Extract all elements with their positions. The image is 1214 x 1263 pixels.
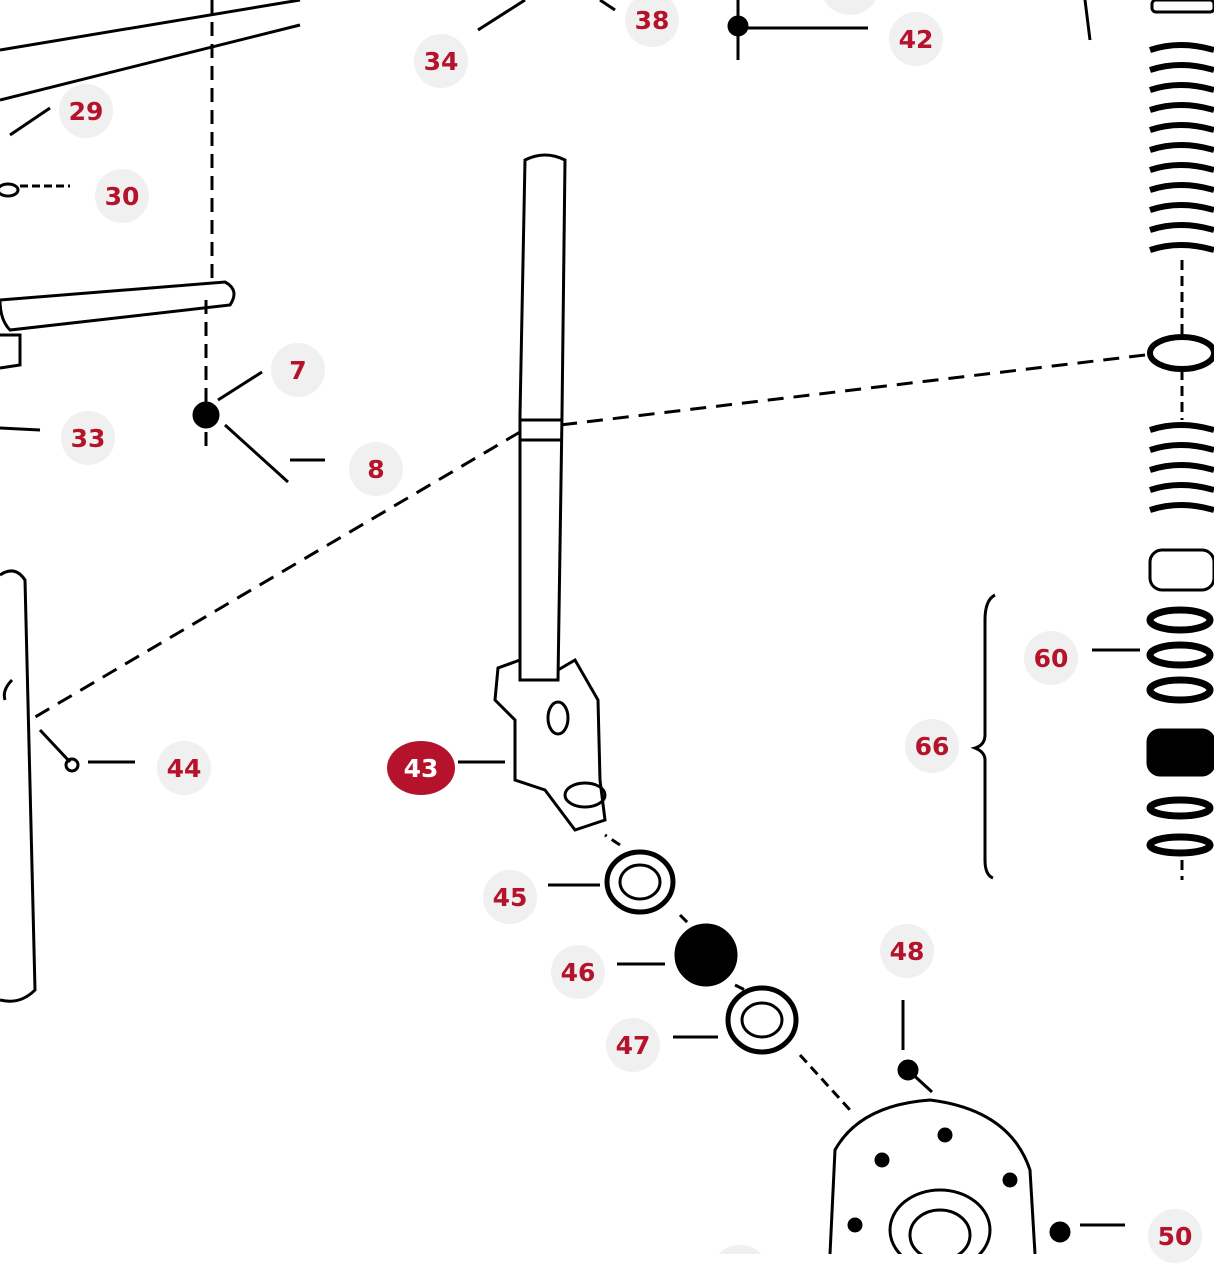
leader-29	[9, 106, 51, 137]
callout-45[interactable]: 45	[483, 870, 537, 924]
callout-7[interactable]: 7	[271, 343, 325, 397]
dashed-vertical	[204, 0, 214, 450]
callout-43-selected[interactable]: 43	[387, 741, 455, 795]
frame-lines	[0, 0, 301, 102]
callout-33[interactable]: 33	[61, 411, 115, 465]
callout-29[interactable]: 29	[59, 84, 113, 138]
callout-44[interactable]: 44	[157, 741, 211, 795]
spindle-part-43	[493, 153, 607, 832]
bracket-66	[970, 593, 996, 880]
callout-60[interactable]: 60	[1024, 631, 1078, 685]
callout-66[interactable]: 66	[905, 719, 959, 773]
callout-38[interactable]: 38	[625, 0, 679, 47]
callout-50[interactable]: 50	[1148, 1209, 1202, 1263]
lever-arm	[0, 280, 236, 370]
callout-46[interactable]: 46	[551, 945, 605, 999]
callout-34[interactable]: 34	[414, 34, 468, 88]
callout-8[interactable]: 8	[349, 442, 403, 496]
wheel-hub	[828, 1098, 1037, 1254]
callout-48[interactable]: 48	[880, 924, 934, 978]
spring-stack	[1146, 0, 1214, 880]
callout-42[interactable]: 42	[889, 12, 943, 66]
callout-47[interactable]: 47	[606, 1018, 660, 1072]
callout-30[interactable]: 30	[95, 169, 149, 223]
